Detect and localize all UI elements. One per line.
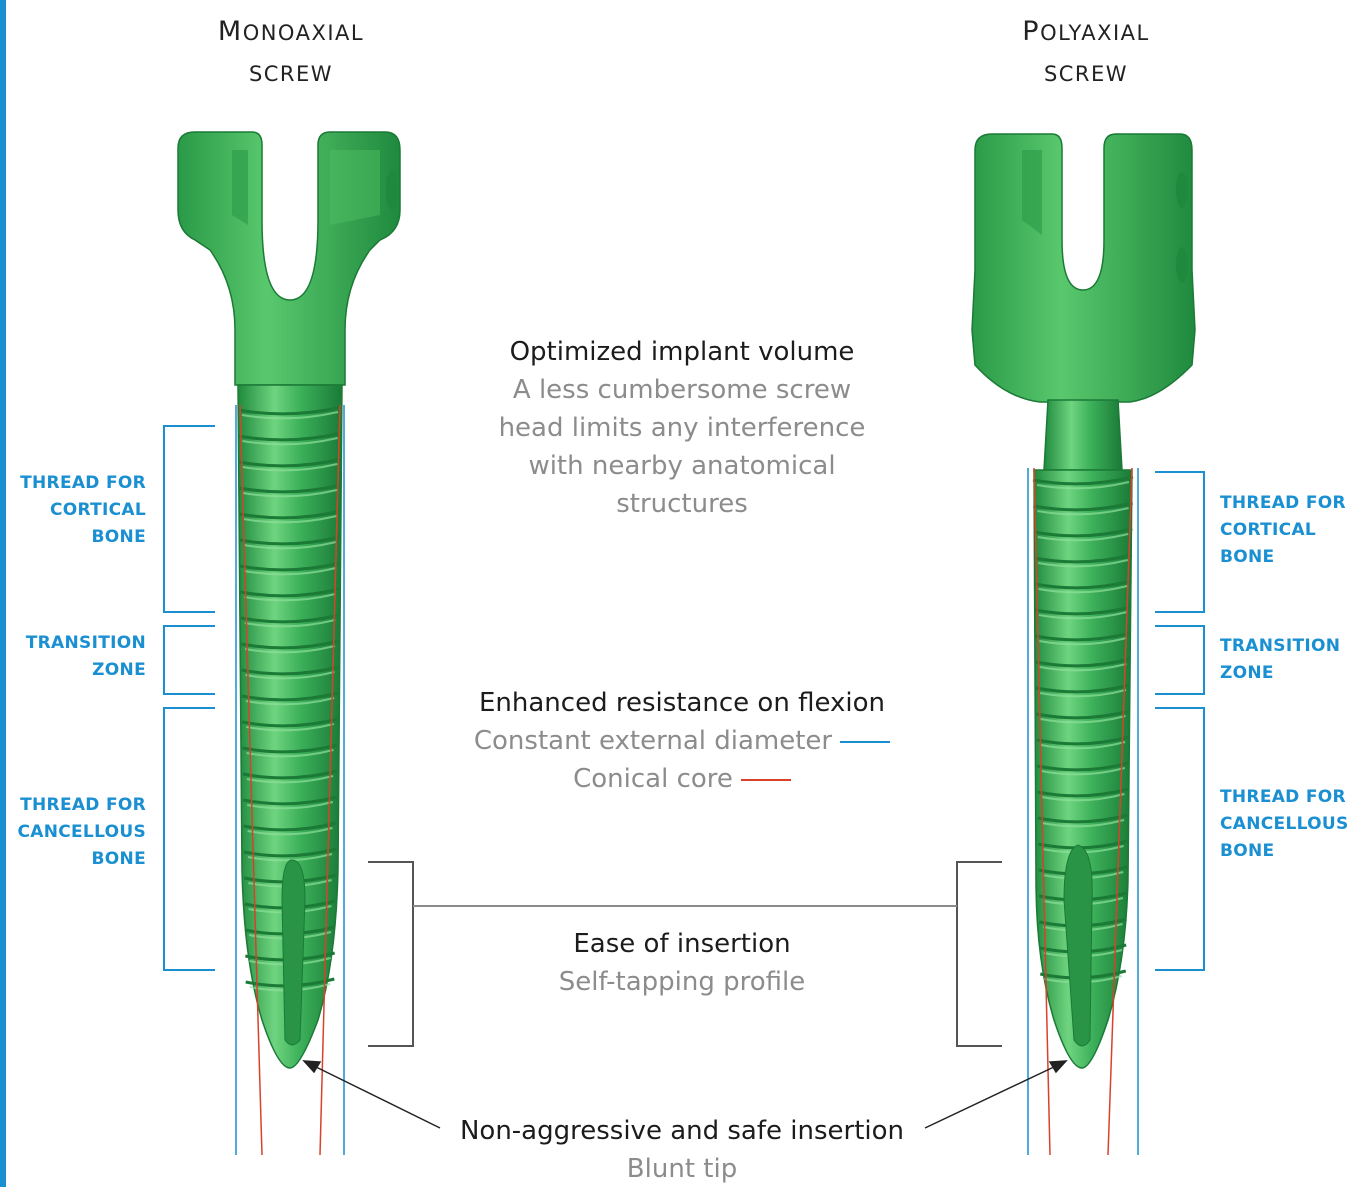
right-label-transition: Transition Zone	[1220, 633, 1350, 687]
callout-flexion: Enhanced resistance on flexion Constant …	[432, 684, 932, 798]
diameter-legend-swatch	[840, 741, 890, 743]
callout-implant-volume-text: A less cumbersome screw head limits any …	[462, 371, 902, 523]
right-label-cancellous: Thread for Cancellous Bone	[1220, 784, 1350, 865]
right-bracket-transition	[1155, 626, 1204, 694]
callout-flexion-heading: Enhanced resistance on flexion	[432, 684, 932, 722]
core-legend-swatch	[741, 779, 791, 781]
left-label-transition: Transition Zone	[6, 630, 146, 684]
insertion-bracket-left	[368, 862, 413, 1046]
left-label-cancellous: Thread for Cancellous Bone	[6, 792, 146, 873]
tip-arrow-right	[925, 1066, 1056, 1128]
callout-implant-volume: Optimized implant volume A less cumberso…	[462, 333, 902, 523]
callout-insertion-heading: Ease of insertion	[482, 925, 882, 963]
callout-blunt-tip: Non-aggressive and safe insertion Blunt …	[432, 1112, 932, 1188]
polyaxial-screw	[972, 134, 1195, 1155]
left-zone-brackets	[164, 426, 215, 970]
callout-flexion-core-row: Conical core	[432, 760, 932, 798]
monoaxial-title: Monoaxial screw	[180, 12, 402, 94]
left-bracket-cancellous	[164, 708, 215, 970]
right-bracket-cancellous	[1155, 708, 1204, 970]
tip-arrow-left	[314, 1066, 440, 1128]
callout-tip-heading: Non-aggressive and safe insertion	[432, 1112, 932, 1150]
polyaxial-title: Polyaxial screw	[975, 12, 1197, 94]
callout-ease-of-insertion: Ease of insertion Self-tapping profile	[482, 925, 882, 1001]
callout-flexion-diameter-text: Constant external diameter	[474, 726, 832, 756]
callout-flexion-diameter-row: Constant external diameter	[432, 722, 932, 760]
right-label-cortical: Thread for Cortical Bone	[1220, 490, 1350, 571]
callout-tip-text: Blunt tip	[432, 1150, 932, 1188]
left-bracket-transition	[164, 626, 215, 694]
right-bracket-cortical	[1155, 472, 1204, 612]
callout-implant-volume-heading: Optimized implant volume	[462, 333, 902, 371]
monoaxial-screw	[178, 132, 400, 1155]
callout-insertion-text: Self-tapping profile	[482, 963, 882, 1001]
left-label-cortical: Thread for Cortical Bone	[6, 470, 146, 551]
insertion-bracket-right	[957, 862, 1002, 1046]
callout-flexion-core-text: Conical core	[573, 764, 733, 794]
polyaxial-screw-head	[972, 134, 1195, 402]
right-zone-brackets	[1155, 472, 1204, 970]
left-bracket-cortical	[164, 426, 215, 612]
